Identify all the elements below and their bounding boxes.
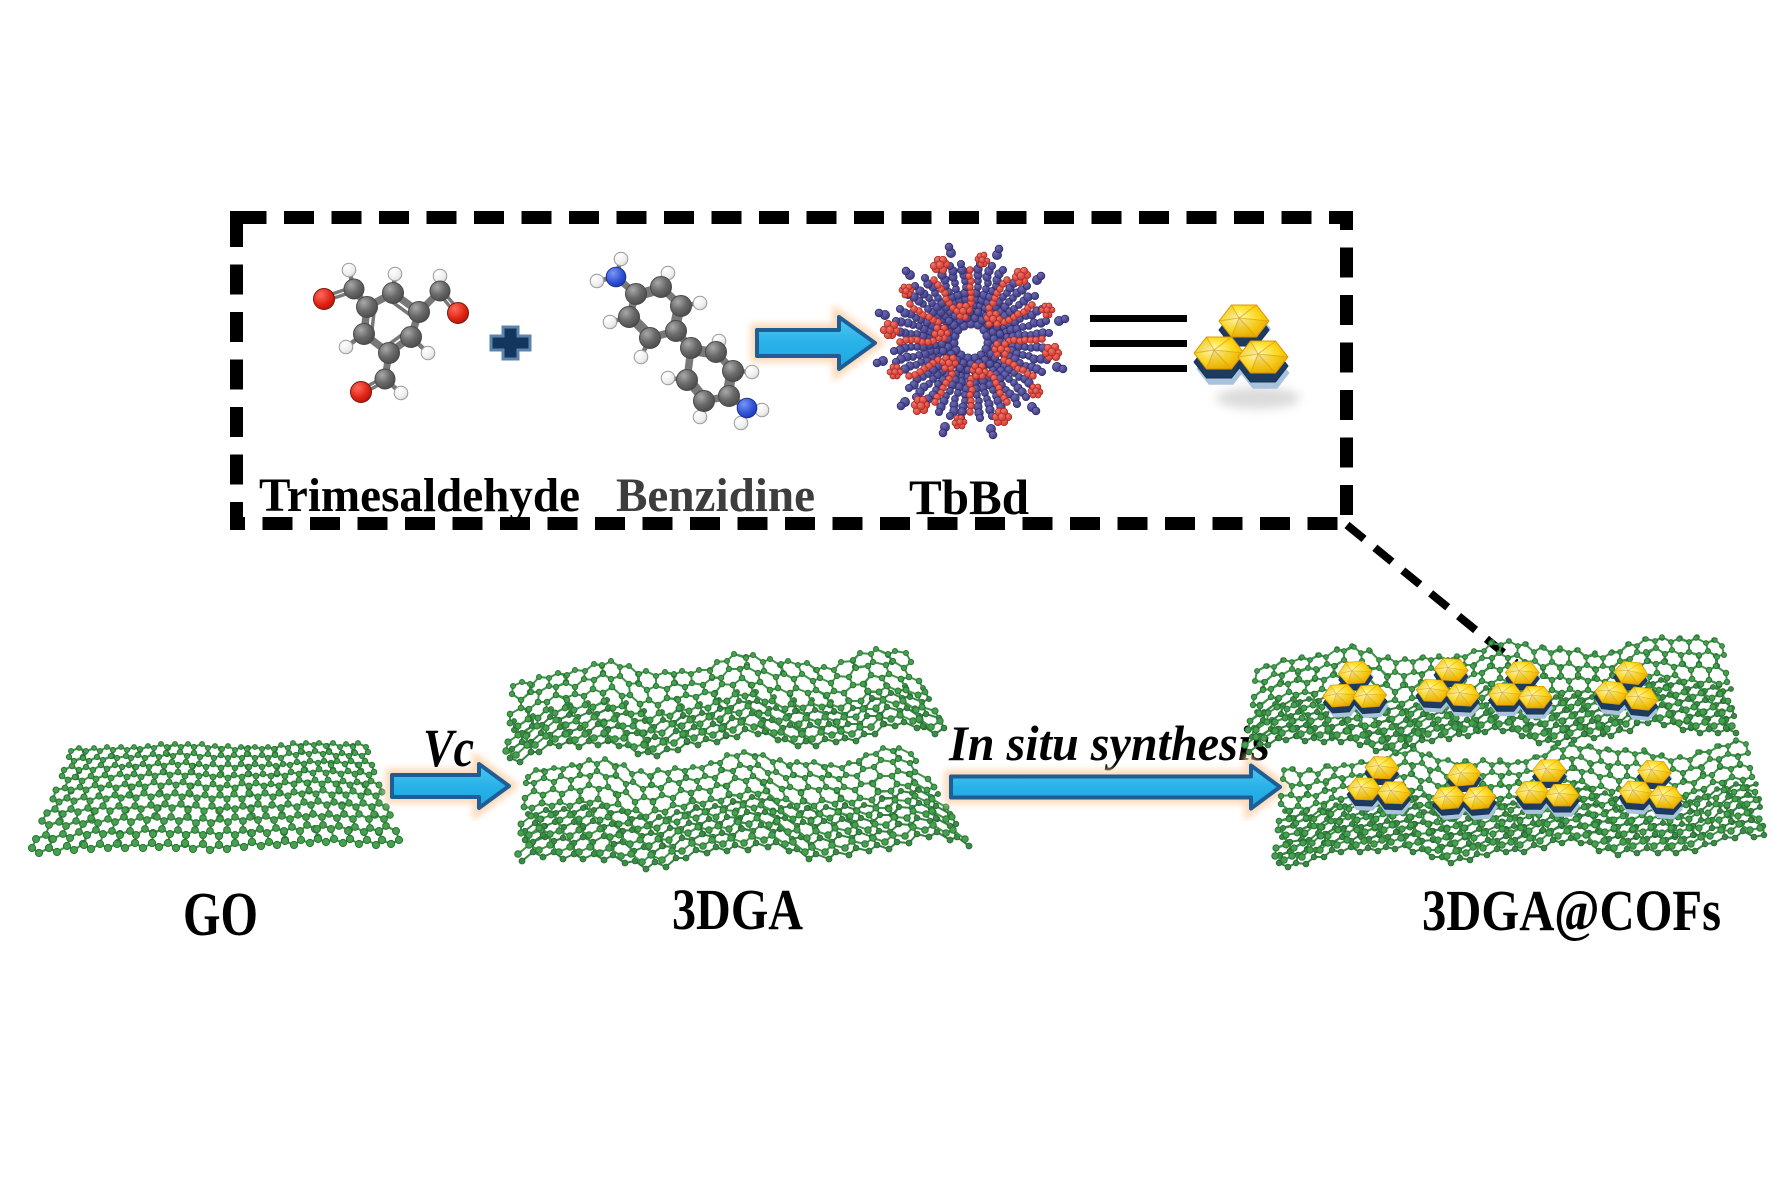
svg-text:GO: GO [183, 881, 258, 949]
svg-text:In situ synthesis: In situ synthesis [948, 715, 1270, 771]
svg-text:Benzidine: Benzidine [616, 469, 815, 522]
svg-text:TbBd: TbBd [909, 469, 1029, 525]
svg-text:Vc: Vc [423, 718, 474, 778]
svg-text:Trimesaldehyde: Trimesaldehyde [259, 469, 580, 522]
svg-text:3DGA@COFs: 3DGA@COFs [1422, 878, 1721, 943]
svg-text:3DGA: 3DGA [672, 877, 803, 942]
